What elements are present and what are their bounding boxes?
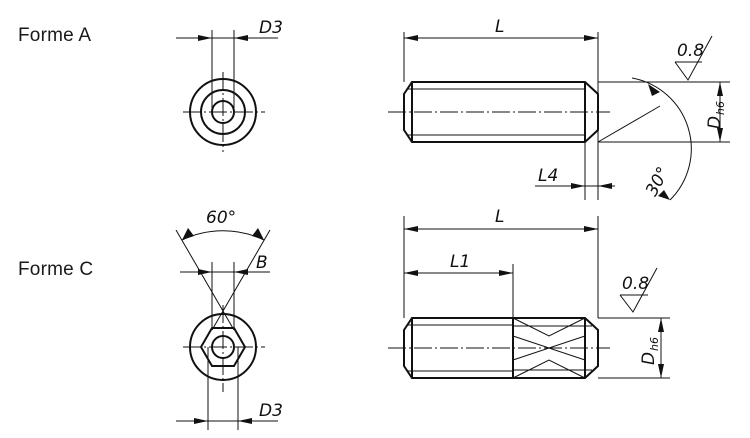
forme-a-angle-label: 30° [642, 164, 674, 200]
forme-c-l-label: L [495, 207, 504, 227]
forme-c-d-group: D h6 [639, 337, 661, 365]
forme-a-tol-label: h6 [714, 101, 727, 115]
forme-a-label: Forme A [18, 25, 92, 46]
forme-a-d-group: D h6 [705, 101, 727, 129]
forme-a-roughness-label: 0.8 [677, 41, 704, 61]
forme-c-d-label: D [639, 352, 659, 365]
forme-a-end-view [176, 30, 278, 152]
forme-c-tol-label: h6 [648, 337, 661, 351]
forme-a-l4-label: L4 [538, 166, 558, 186]
forme-a-side-view [388, 32, 730, 201]
forme-a-d3-label: D3 [259, 18, 283, 38]
forme-c-side-view [388, 216, 670, 379]
forme-c-label: Forme C [18, 259, 94, 280]
forme-a-l-label: L [495, 17, 504, 37]
forme-c-b-label: B [256, 253, 268, 273]
forme-a-d-label: D [705, 116, 725, 129]
forme-c-end-view [175, 228, 278, 430]
forme-c-l1-label: L1 [450, 252, 470, 272]
forme-c-d3-label: D3 [259, 401, 283, 421]
forme-c-roughness-label: 0.8 [622, 274, 649, 294]
forme-c-angle-label: 60° [206, 208, 236, 228]
